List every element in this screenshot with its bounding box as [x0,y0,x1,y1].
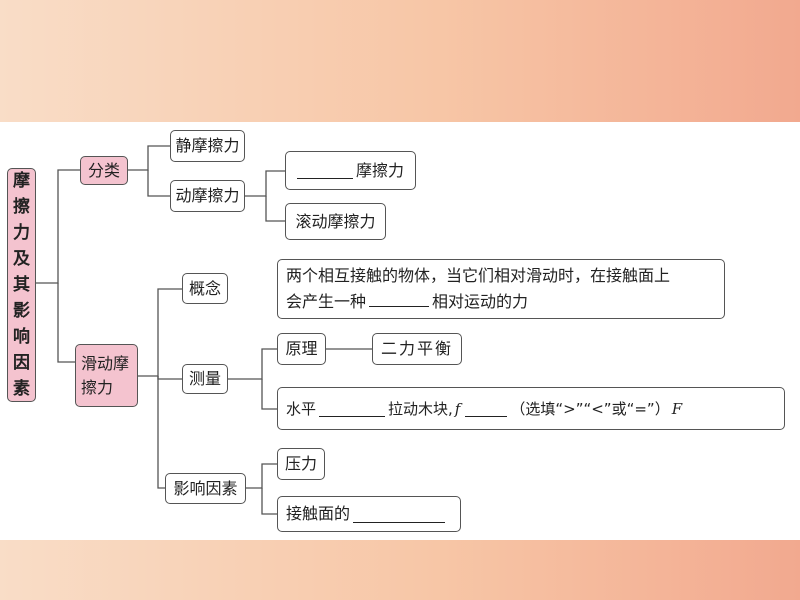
static-friction-node: 静摩擦力 [170,130,245,162]
sliding-friction-node: 滑动摩 擦力 [75,344,138,407]
sliding-friction-blank-node: 摩擦力 [285,151,416,190]
surface-node: 接触面的 [277,496,461,532]
kinetic-friction-label: 动摩擦力 [175,186,240,205]
classify-node: 分类 [80,156,128,185]
principle-label: 原理 [285,339,318,358]
measure-label: 测量 [188,369,221,388]
answer-blank [319,400,386,417]
concept-line2-a: 会产生一种 [286,292,367,311]
root-title: 摩 擦 力 及 其 影 响 因 素 [7,168,36,402]
root-char: 素 [13,379,30,399]
measure-node: 测量 [182,364,228,394]
static-friction-label: 静摩擦力 [175,136,240,155]
method-f: f [454,399,461,418]
answer-blank [353,506,446,523]
method-c: （选填“>”“<”或“=”） [510,399,670,418]
measure-method-node: 水平 拉动木块, f （选填“>”“<”或“=”） F [277,387,785,430]
answer-blank [465,400,508,417]
sliding-suffix-label: 摩擦力 [356,160,405,180]
root-char: 影 [13,301,30,321]
concept-label: 概念 [188,278,221,298]
pressure-label: 压力 [284,454,317,473]
concept-line2-b: 相对运动的力 [432,292,529,311]
concept-line1: 两个相互接触的物体，当它们相对滑动时，在接触面上 [286,266,671,285]
rolling-friction-label: 滚动摩擦力 [295,211,376,231]
root-char: 力 [13,223,30,243]
rolling-friction-node: 滚动摩擦力 [285,203,386,240]
pressure-node: 压力 [277,448,325,480]
principle-value: 二力平衡 [380,339,453,358]
concept-node: 概念 [182,273,228,304]
method-a: 水平 [286,399,317,418]
root-char: 其 [13,275,30,295]
root-char: 摩 [13,171,30,191]
root-char: 响 [13,327,30,347]
sliding-label-line1: 滑动摩 [81,353,130,373]
root-char: 因 [13,353,30,373]
method-b: 拉动木块, [388,399,453,418]
root-char: 擦 [13,197,30,217]
answer-blank [369,290,430,307]
factors-label: 影响因素 [173,478,238,498]
diagram-panel [0,122,800,540]
principle-node: 原理 [277,333,326,365]
classify-label: 分类 [87,160,120,180]
concept-line2: 会产生一种 相对运动的力 [286,289,528,315]
method-F: F [671,399,683,418]
sliding-label-line2: 擦力 [81,377,114,397]
surface-label: 接触面的 [286,504,351,523]
factors-node: 影响因素 [165,473,246,504]
answer-blank [297,162,353,179]
root-char: 及 [13,249,30,269]
principle-value-node: 二力平衡 [372,333,462,365]
concept-definition-node: 两个相互接触的物体，当它们相对滑动时，在接触面上 会产生一种 相对运动的力 [277,259,725,319]
kinetic-friction-node: 动摩擦力 [170,180,245,212]
